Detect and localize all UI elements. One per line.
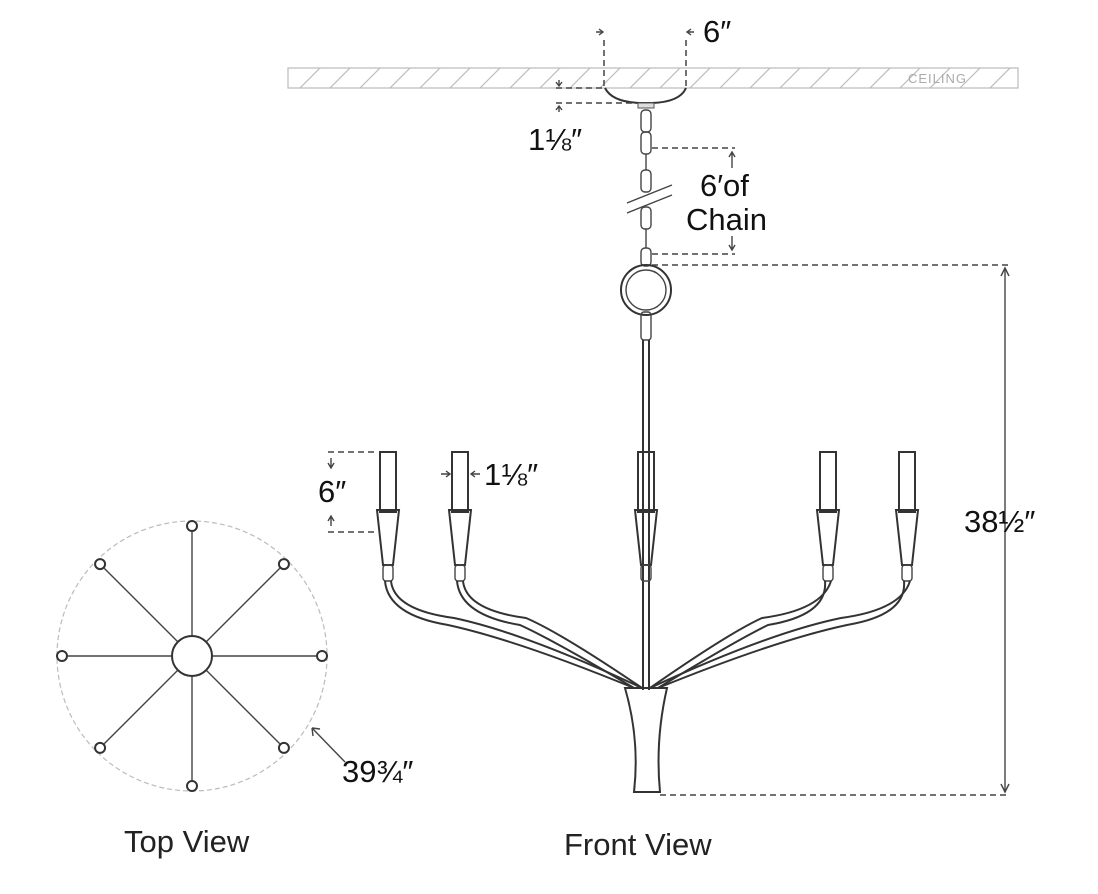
top-view-label: Top View [124,824,250,859]
hatch-line [539,67,561,89]
canopy-height-dimension: 1⅛″ [528,122,582,157]
candle-arm [649,451,841,689]
hatch-line [659,67,681,89]
top-view [56,520,346,792]
top-view-candle [316,650,328,662]
diameter-dimension: 39¾″ [342,754,413,789]
hatch-line [689,67,711,89]
hatch-line [479,67,501,89]
top-view-candle [186,520,198,532]
chain-length-label-line1: 6′of [700,168,749,203]
hatch-line [449,67,471,89]
candle-arm [447,451,643,689]
candle-dimension-lines [327,451,480,533]
canopy-width-dimension: 6″ [703,14,731,49]
hatch-line [869,67,891,89]
hatch-line [509,67,531,89]
chain-length-label-line2: Chain [686,202,767,237]
canopy [555,28,694,112]
hatch-line [809,67,831,89]
candle-arm [633,451,659,582]
candle-height-dimension: 6″ [318,474,346,509]
front-view-label: Front View [564,827,712,862]
ceiling: CEILING [287,67,1019,89]
hatch-line [929,67,951,89]
top-view-candle [56,650,68,662]
hatch-line [749,67,771,89]
candle-arm [375,451,643,689]
hatch-line [389,67,411,89]
top-view-arm [103,567,179,643]
hatch-line [779,67,801,89]
hatch-line [599,67,621,89]
top-view-candle [277,558,290,571]
top-view-candle [186,780,198,792]
hatch-line [989,67,1011,89]
hatch-line [419,67,441,89]
chandelier-body [375,264,920,793]
hatch-line [629,67,651,89]
hatch-line [359,67,381,89]
hatch-line [329,67,351,89]
candle-arm [649,451,920,689]
overall-height-dimension-lines [652,264,1010,796]
candle-width-dimension: 1⅛″ [484,457,538,492]
top-view-candle [94,741,107,754]
hatch-line [899,67,921,89]
top-view-arm [205,567,281,643]
hatch-line [719,67,741,89]
top-view-arm [103,669,179,745]
top-view-candle [277,741,290,754]
top-view-arm [205,669,281,745]
overall-height-dimension: 38½″ [964,504,1035,539]
hatch-line [569,67,591,89]
hatch-line [959,67,981,89]
hatch-line [299,67,321,89]
ceiling-label: CEILING [908,71,967,86]
hatch-line [839,67,861,89]
top-view-candle [94,558,107,571]
